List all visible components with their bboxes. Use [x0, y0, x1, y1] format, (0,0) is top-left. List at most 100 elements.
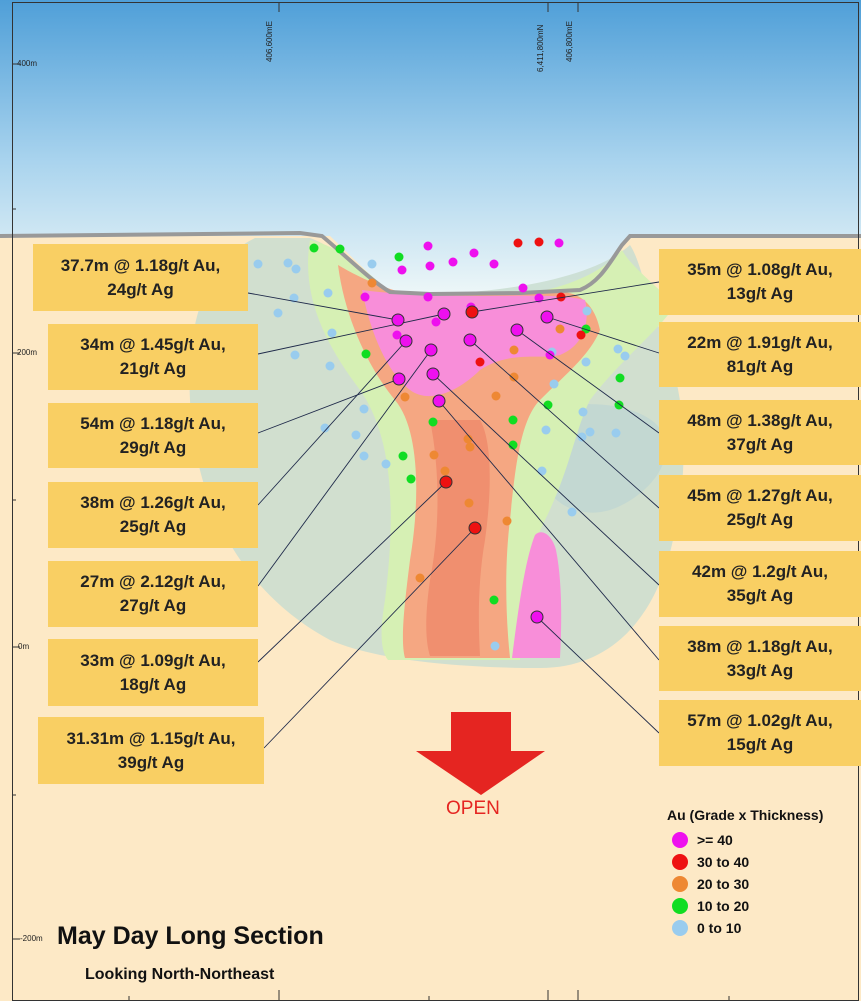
callout-line: 45m @ 1.27g/t Au, [687, 486, 833, 505]
intercept-dot [549, 379, 559, 389]
intercept-dot [465, 442, 475, 452]
elevation-label-minus-200: -200m [20, 934, 43, 943]
intercept-marker [426, 367, 440, 381]
intercept-dot [491, 391, 501, 401]
intercept-dot [489, 595, 499, 605]
intercept-dot [335, 244, 345, 254]
callout-intercepts [391, 305, 554, 624]
intercept-dot [620, 351, 630, 361]
axis-ticks [12, 3, 730, 1001]
intercept-marker [439, 475, 453, 489]
intercept-dot [502, 516, 512, 526]
callout-line: 27g/t Ag [119, 596, 187, 615]
intercept-dot [283, 258, 293, 268]
intercept-dot [431, 317, 441, 327]
legend-item: 30 to 40 [672, 851, 823, 873]
intercept-marker [424, 343, 438, 357]
intercept-dot [323, 288, 333, 298]
leader-lines-right [432, 281, 660, 734]
callout-line: 24g/t Ag [107, 279, 174, 299]
legend: Au (Grade x Thickness) >= 40 30 to 40 20… [667, 807, 823, 939]
intercept-dot [406, 474, 416, 484]
intercept-dot [320, 423, 330, 433]
intercept-callout: 42m @ 1.2g/t Au, 35g/t Ag [659, 551, 861, 617]
intercept-dot [578, 407, 588, 417]
intercept-dot [509, 372, 519, 382]
intercept-callout: 33m @ 1.09g/t Au, 18g/t Ag [48, 639, 258, 706]
intercept-dot [291, 264, 301, 274]
callout-line: 29g/t Ag [119, 437, 187, 457]
intercept-marker [392, 372, 406, 386]
intercept-marker [463, 333, 477, 347]
intercept-dot [398, 451, 408, 461]
intercept-dot [367, 259, 377, 269]
intercept-dot [585, 427, 595, 437]
intercept-dot [325, 361, 335, 371]
intercept-callout: 45m @ 1.27g/t Au, 25g/t Ag [659, 475, 861, 541]
callout-line: 21g/t Ag [119, 359, 187, 378]
intercept-dot [273, 308, 283, 318]
legend-item: 0 to 10 [672, 917, 823, 939]
intercept-dot [555, 324, 565, 334]
intercept-dot [361, 349, 371, 359]
callout-line: 38m @ 1.18g/t Au, [687, 636, 833, 656]
intercept-dot [615, 373, 625, 383]
easting-label-406600: 406,600mE [265, 21, 274, 62]
intercept-dot [611, 428, 621, 438]
intercept-dot [428, 417, 438, 427]
intercept-dot [360, 292, 370, 302]
intercept-dot [613, 344, 623, 354]
intercept-dot [400, 392, 410, 402]
callout-line: 22m @ 1.91g/t Au, [687, 332, 833, 352]
intercept-callout: 38m @ 1.18g/t Au, 33g/t Ag [659, 626, 861, 691]
legend-swatch [672, 854, 688, 870]
leader-lines-left [247, 292, 476, 749]
legend-swatch [672, 898, 688, 914]
callout-line: 57m @ 1.02g/t Au, [687, 711, 833, 730]
intercept-dot [543, 400, 553, 410]
intercept-dot [534, 237, 544, 247]
legend-item: >= 40 [672, 829, 823, 851]
intercept-dot [351, 430, 361, 440]
intercept-dot [394, 252, 404, 262]
intercept-callout: 31.31m @ 1.15g/t Au, 39g/t Ag [38, 717, 264, 784]
legend-title: Au (Grade x Thickness) [667, 807, 824, 823]
intercept-dot [581, 324, 591, 334]
intercept-dot [429, 450, 439, 460]
intercept-dot [367, 278, 377, 288]
intercept-dot [554, 238, 564, 248]
intercept-marker [437, 307, 451, 321]
callout-line: 33m @ 1.09g/t Au, [80, 650, 226, 670]
callout-line: 35m @ 1.08g/t Au, [687, 260, 833, 279]
intercept-dot [309, 243, 319, 253]
intercept-callout: 27m @ 2.12g/t Au, 27g/t Ag [48, 561, 258, 627]
legend-swatch [672, 832, 688, 848]
intercept-callout: 57m @ 1.02g/t Au, 15g/t Ag [659, 700, 861, 766]
intercept-callout: 35m @ 1.08g/t Au, 13g/t Ag [659, 249, 861, 315]
callout-line: 34m @ 1.45g/t Au, [80, 335, 226, 354]
callout-line: 35g/t Ag [726, 586, 794, 605]
legend-label: 30 to 40 [697, 854, 750, 870]
intercept-dot [513, 238, 523, 248]
intercept-dot [475, 357, 485, 367]
callout-line: 27m @ 2.12g/t Au, [80, 572, 226, 591]
intercept-marker [432, 394, 446, 408]
intercept-dot [423, 241, 433, 251]
intercept-marker [510, 323, 524, 337]
sky-area [0, 0, 861, 296]
intercept-dot [508, 415, 518, 425]
legend-item: 10 to 20 [672, 895, 823, 917]
open-label: OPEN [446, 798, 500, 819]
intercept-dot [469, 248, 479, 258]
legend-item: 20 to 30 [672, 873, 823, 895]
intercept-callout: 37.7m @ 1.18g/t Au, 24g/t Ag [33, 244, 248, 311]
intercept-dot [392, 330, 402, 340]
intercept-dot [463, 434, 473, 444]
callout-line: 54m @ 1.18g/t Au, [80, 413, 226, 433]
intercept-marker [540, 310, 554, 324]
intercept-callout: 22m @ 1.91g/t Au, 81g/t Ag [659, 322, 861, 387]
callout-line: 38m @ 1.26g/t Au, [80, 493, 226, 512]
callout-line: 42m @ 1.2g/t Au, [692, 562, 828, 581]
intercept-dot [489, 259, 499, 269]
